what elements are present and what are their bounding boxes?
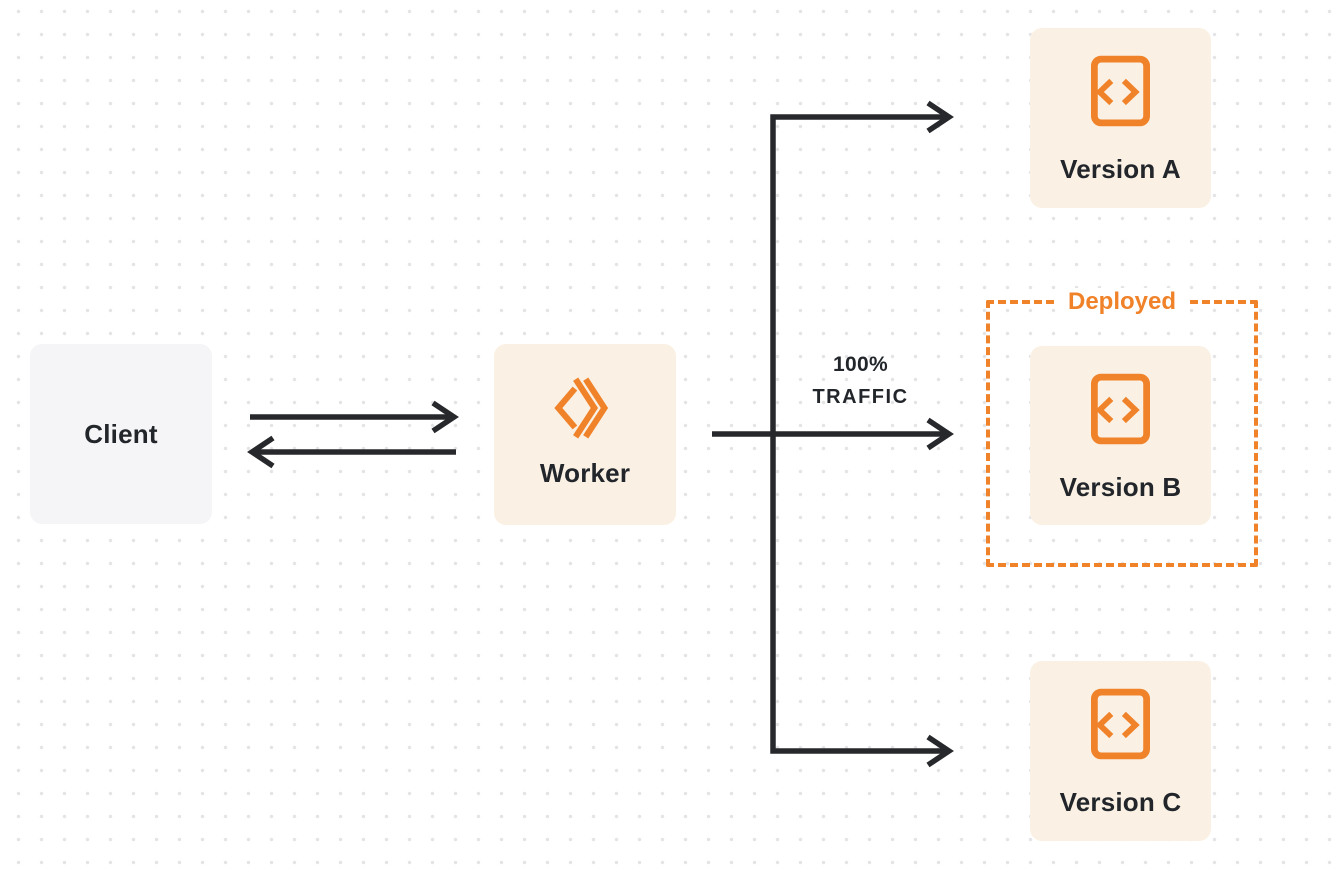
worker-to-client-arrowhead-icon bbox=[247, 435, 275, 469]
branch-trunk-line bbox=[770, 114, 946, 754]
traffic-annotation: 100% TRAFFIC bbox=[788, 349, 933, 413]
deployed-container: Deployed bbox=[986, 288, 1258, 567]
worker-node-label: Worker bbox=[539, 458, 631, 488]
client-node-label: Client bbox=[84, 419, 158, 449]
client-node: Client bbox=[30, 344, 212, 524]
worker-node: Worker bbox=[494, 344, 676, 525]
version-a-node-label: Version A bbox=[1060, 154, 1181, 184]
version-a-arrowhead-icon bbox=[926, 100, 954, 134]
version-c-node: Version C bbox=[1030, 661, 1211, 841]
code-file-icon bbox=[1091, 55, 1150, 127]
traffic-percent-label: 100% bbox=[833, 353, 888, 376]
client-to-worker-arrowhead-icon bbox=[431, 400, 459, 434]
version-c-arrowhead-icon bbox=[926, 734, 954, 768]
cloudflare-workers-logo-icon bbox=[554, 377, 609, 439]
version-b-node-label: Version B bbox=[1059, 472, 1182, 502]
code-file-icon bbox=[1091, 373, 1150, 445]
code-file-icon bbox=[1091, 688, 1150, 760]
version-b-node: Version B bbox=[1030, 346, 1211, 525]
deployed-label: Deployed bbox=[1055, 288, 1189, 316]
version-b-arrowhead-icon bbox=[926, 417, 954, 451]
version-a-node: Version A bbox=[1030, 28, 1211, 208]
traffic-word-label: TRAFFIC bbox=[812, 386, 909, 408]
version-c-node-label: Version C bbox=[1059, 787, 1182, 817]
